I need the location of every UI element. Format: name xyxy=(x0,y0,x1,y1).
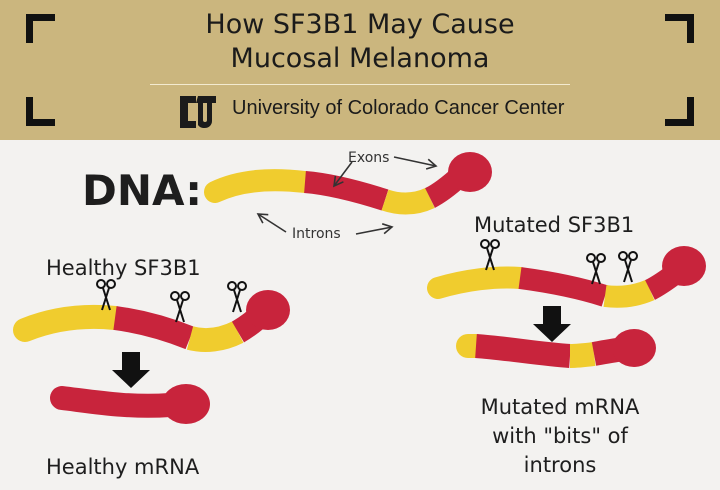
introns-arrow-right xyxy=(355,223,394,235)
institution-name: University of Colorado Cancer Center xyxy=(232,97,565,119)
title-line-2: Mucosal Melanoma xyxy=(230,43,490,74)
healthy-exon-1 xyxy=(113,306,195,350)
mutated-exon-1 xyxy=(518,267,609,307)
scissors-icon xyxy=(618,251,638,283)
dna-intron-1 xyxy=(204,169,316,203)
healthy-mrna-head xyxy=(162,384,210,424)
exons-arrow-left xyxy=(333,161,353,188)
healthy-mrna-label: Healthy mRNA xyxy=(46,455,200,479)
mutated-sf3b1-label: Mutated SF3B1 xyxy=(474,213,635,237)
healthy-sf3b1-label: Healthy SF3B1 xyxy=(46,256,201,280)
mutated-mrna-exon-1 xyxy=(475,334,571,368)
healthy-exon-head xyxy=(246,290,290,330)
introns-label: Introns xyxy=(292,226,341,242)
mutated-mrna-strand xyxy=(456,329,656,368)
down-arrow-icon xyxy=(112,352,150,388)
dna-strand xyxy=(204,152,492,215)
down-arrow-icon xyxy=(533,306,571,342)
exons-arrow-right xyxy=(393,156,438,170)
dna-exon-1 xyxy=(303,171,389,211)
scissors-icon xyxy=(480,239,500,271)
healthy-mrna-strand xyxy=(50,384,210,424)
corner-bracket-bottom-right xyxy=(665,97,694,126)
mutated-mrna-intron-2 xyxy=(569,342,596,368)
exons-label: Exons xyxy=(348,150,390,166)
healthy-strand xyxy=(13,290,290,352)
mutated-mrna-head xyxy=(612,329,656,367)
mutated-intron-1 xyxy=(427,266,531,299)
dna-label: DNA: xyxy=(82,166,203,215)
corner-bracket-top-right xyxy=(665,14,694,43)
mutated-mrna-line-3: introns xyxy=(523,453,597,477)
introns-arrow-left xyxy=(256,213,287,233)
scissors-icon xyxy=(96,279,116,311)
healthy-intron-1 xyxy=(13,304,127,342)
mutated-mrna-line-1: Mutated mRNA xyxy=(480,395,640,419)
corner-bracket-top-left xyxy=(26,14,55,43)
corner-bracket-bottom-left xyxy=(26,97,55,126)
mutated-exon-head xyxy=(662,246,706,286)
title-line-1: How SF3B1 May Cause xyxy=(205,9,515,40)
title-divider xyxy=(150,84,570,85)
healthy-mrna-body xyxy=(50,386,182,418)
dna-intron-2 xyxy=(381,187,435,215)
healthy-intron-2 xyxy=(186,321,244,352)
header-banner: How SF3B1 May Cause Mucosal Melanoma Uni… xyxy=(0,0,720,140)
mutated-mrna-label: Mutated mRNA with "bits" of introns xyxy=(450,393,670,480)
scissors-icon xyxy=(227,281,247,313)
page-title: How SF3B1 May Cause Mucosal Melanoma xyxy=(0,8,720,76)
mutated-intron-2 xyxy=(603,279,655,308)
cu-logo-icon xyxy=(180,96,216,128)
mutated-strand xyxy=(427,246,706,308)
mutated-mrna-line-2: with "bits" of xyxy=(492,424,628,448)
scissors-icon xyxy=(170,291,190,323)
dna-exon-head xyxy=(448,152,492,192)
scissors-icon xyxy=(586,253,606,285)
